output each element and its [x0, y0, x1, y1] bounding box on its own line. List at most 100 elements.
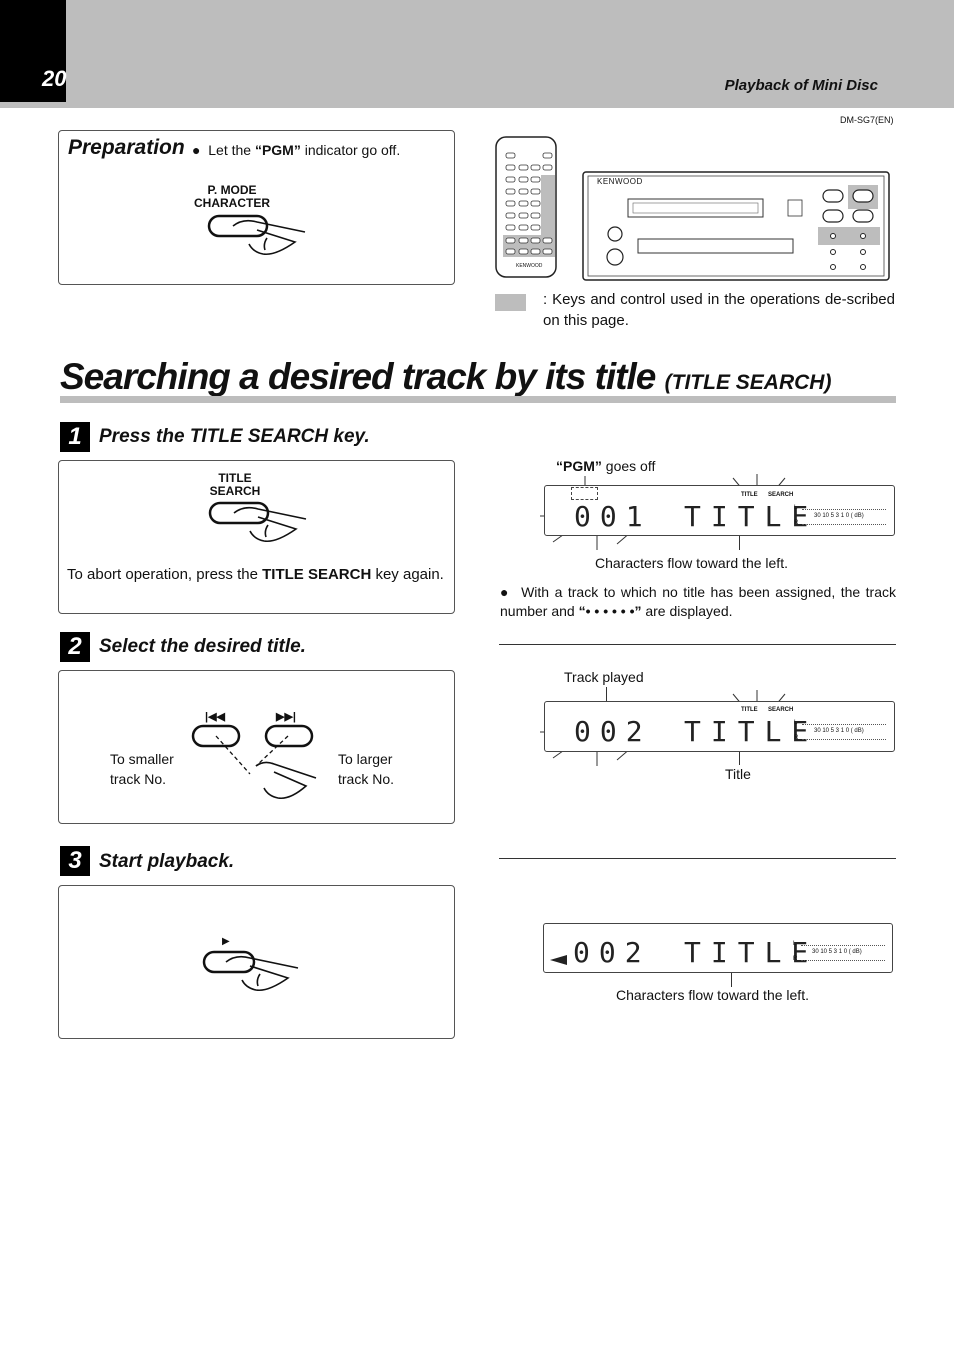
preparation-text-pre: Let the [208, 142, 255, 158]
pgm-label-post: goes off [601, 458, 656, 474]
pgm-indicator-off [571, 487, 598, 500]
display-3-caption: Characters flow toward the left. [616, 987, 809, 1003]
to-larger-line1: To larger [338, 751, 393, 767]
display-3-meter-scale: 30 10 5 3 1 0 ( dB) [812, 949, 862, 955]
preparation-box [58, 130, 455, 285]
play-symbol: ▶ [222, 936, 230, 947]
step-2-box [58, 670, 455, 824]
title-search-button-press-illustration[interactable] [206, 497, 321, 549]
bullet-dot: ● [192, 142, 201, 158]
display-3-track-number: 002 [573, 936, 651, 969]
title-label: Title [725, 766, 751, 782]
display-2-title-text: TITLE [684, 715, 819, 748]
to-smaller-label: To smaller track No. [110, 749, 174, 789]
abort-text-post: key again. [371, 566, 444, 583]
abort-text-pre: To abort operation, press the [67, 566, 263, 583]
no-title-note-post: are displayed. [641, 603, 733, 619]
pmode-label-line1: P. MODE [207, 183, 257, 197]
main-title-text: Searching a desired track by its title [60, 356, 656, 397]
skip-forward-button[interactable] [264, 724, 314, 748]
legend-text: : Keys and control used in the operation… [543, 291, 895, 329]
play-button-press-illustration[interactable] [200, 946, 315, 998]
display-1-meter-line-r [802, 524, 886, 525]
device-illustration [495, 136, 890, 281]
display-2-meter-r: R [794, 735, 799, 741]
display-1-title-text: TITLE [684, 500, 819, 533]
title-rule [60, 396, 896, 403]
preparation-text-bold: “PGM” [254, 142, 301, 158]
display-3-meter-r: R [793, 956, 798, 962]
page-number: 20 [42, 66, 67, 91]
display-1-indicator-title: TITLE [741, 492, 758, 498]
display-3-title-text: TITLE [684, 936, 819, 969]
pgm-goes-off-label: “PGM” goes off [556, 458, 655, 474]
display-2-indicator-search: SEARCH [768, 707, 794, 713]
display-2-track-number: 002 [574, 715, 652, 748]
display-1-meter-scale: 30 10 5 3 1 0 ( dB) [814, 513, 864, 519]
display-1-meter-l: L [794, 505, 798, 511]
to-larger-line2: track No. [338, 771, 395, 787]
title-search-button-label: TITLE SEARCH [196, 472, 274, 498]
display-3-play-indicator [550, 955, 567, 965]
step-1-number: 1 [60, 422, 90, 452]
section-title: Playback of Mini Disc [724, 77, 878, 94]
step-3-box [58, 885, 455, 1039]
display-1-meter-line-l [802, 509, 886, 510]
to-smaller-line2: track No. [110, 771, 167, 787]
track-played-leader [606, 687, 607, 701]
divider-2 [499, 858, 896, 859]
model-code: DM-SG7(EN) [840, 115, 894, 125]
display-3-meter-line-l [801, 945, 885, 946]
display-3-meter-l: L [793, 941, 797, 947]
display-3-meter-line-r [801, 960, 885, 961]
step-2-heading: Select the desired title. [99, 636, 306, 657]
title-search-label-line2: SEARCH [209, 484, 261, 498]
preparation-bullet: ● Let the “PGM” indicator go off. [192, 142, 400, 158]
main-title: Searching a desired track by its title (… [60, 356, 831, 398]
no-title-note-bold: “• • • • • •” [578, 603, 642, 619]
bullet-dot: ● [500, 584, 511, 600]
display-2-meter-l: L [794, 720, 798, 726]
header-bar [0, 0, 954, 108]
step-3-number: 3 [60, 846, 90, 876]
title-search-label-line1: TITLE [218, 471, 252, 485]
display-1-meter-r: R [794, 520, 799, 526]
title-leader [739, 752, 740, 765]
device-brand: KENWOOD [597, 177, 643, 186]
display-1-caption-leader [739, 536, 740, 550]
main-title-subtitle: (TITLE SEARCH) [664, 371, 832, 394]
display-2-meter-line-l [802, 724, 886, 725]
display-1-caption: Characters flow toward the left. [595, 555, 788, 571]
divider-1 [499, 644, 896, 645]
remote-brand: KENWOOD [516, 263, 543, 269]
display-1-indicator-search: SEARCH [768, 492, 794, 498]
page-number-box [0, 0, 66, 102]
display-2-meter-scale: 30 10 5 3 1 0 ( dB) [814, 728, 864, 734]
no-title-note: ● With a track to which no title has bee… [500, 583, 896, 621]
pmode-button-label: P. MODE CHARACTER [188, 184, 276, 210]
preparation-heading: Preparation [68, 136, 185, 159]
step-1-box [58, 460, 455, 614]
display-3 [543, 923, 893, 973]
to-smaller-line1: To smaller [110, 751, 174, 767]
display-2 [544, 701, 895, 752]
display-1-track-number: 001 [574, 500, 652, 533]
legend-swatch [495, 294, 526, 311]
skip-buttons-press-illustration[interactable] [190, 722, 330, 802]
display-2-indicator-title: TITLE [741, 707, 758, 713]
preparation-text-post: indicator go off. [300, 142, 401, 158]
track-played-label: Track played [564, 669, 644, 685]
display-1 [544, 485, 895, 536]
abort-note: To abort operation, press the TITLE SEAR… [67, 564, 449, 585]
display-3-caption-leader [731, 973, 732, 987]
abort-text-bold: TITLE SEARCH [262, 566, 372, 583]
skip-forward-symbol: ▶▶| [276, 711, 296, 723]
pmode-label-line2: CHARACTER [194, 196, 270, 210]
display-2-meter-line-r [802, 739, 886, 740]
step-2-number: 2 [60, 632, 90, 662]
step-1-heading: Press the TITLE SEARCH key. [99, 426, 370, 447]
pgm-label-bold: “PGM” [556, 458, 602, 474]
to-larger-label: To larger track No. [338, 749, 394, 789]
pmode-button-press-illustration[interactable] [205, 208, 320, 260]
skip-back-symbol: |◀◀ [205, 711, 225, 723]
